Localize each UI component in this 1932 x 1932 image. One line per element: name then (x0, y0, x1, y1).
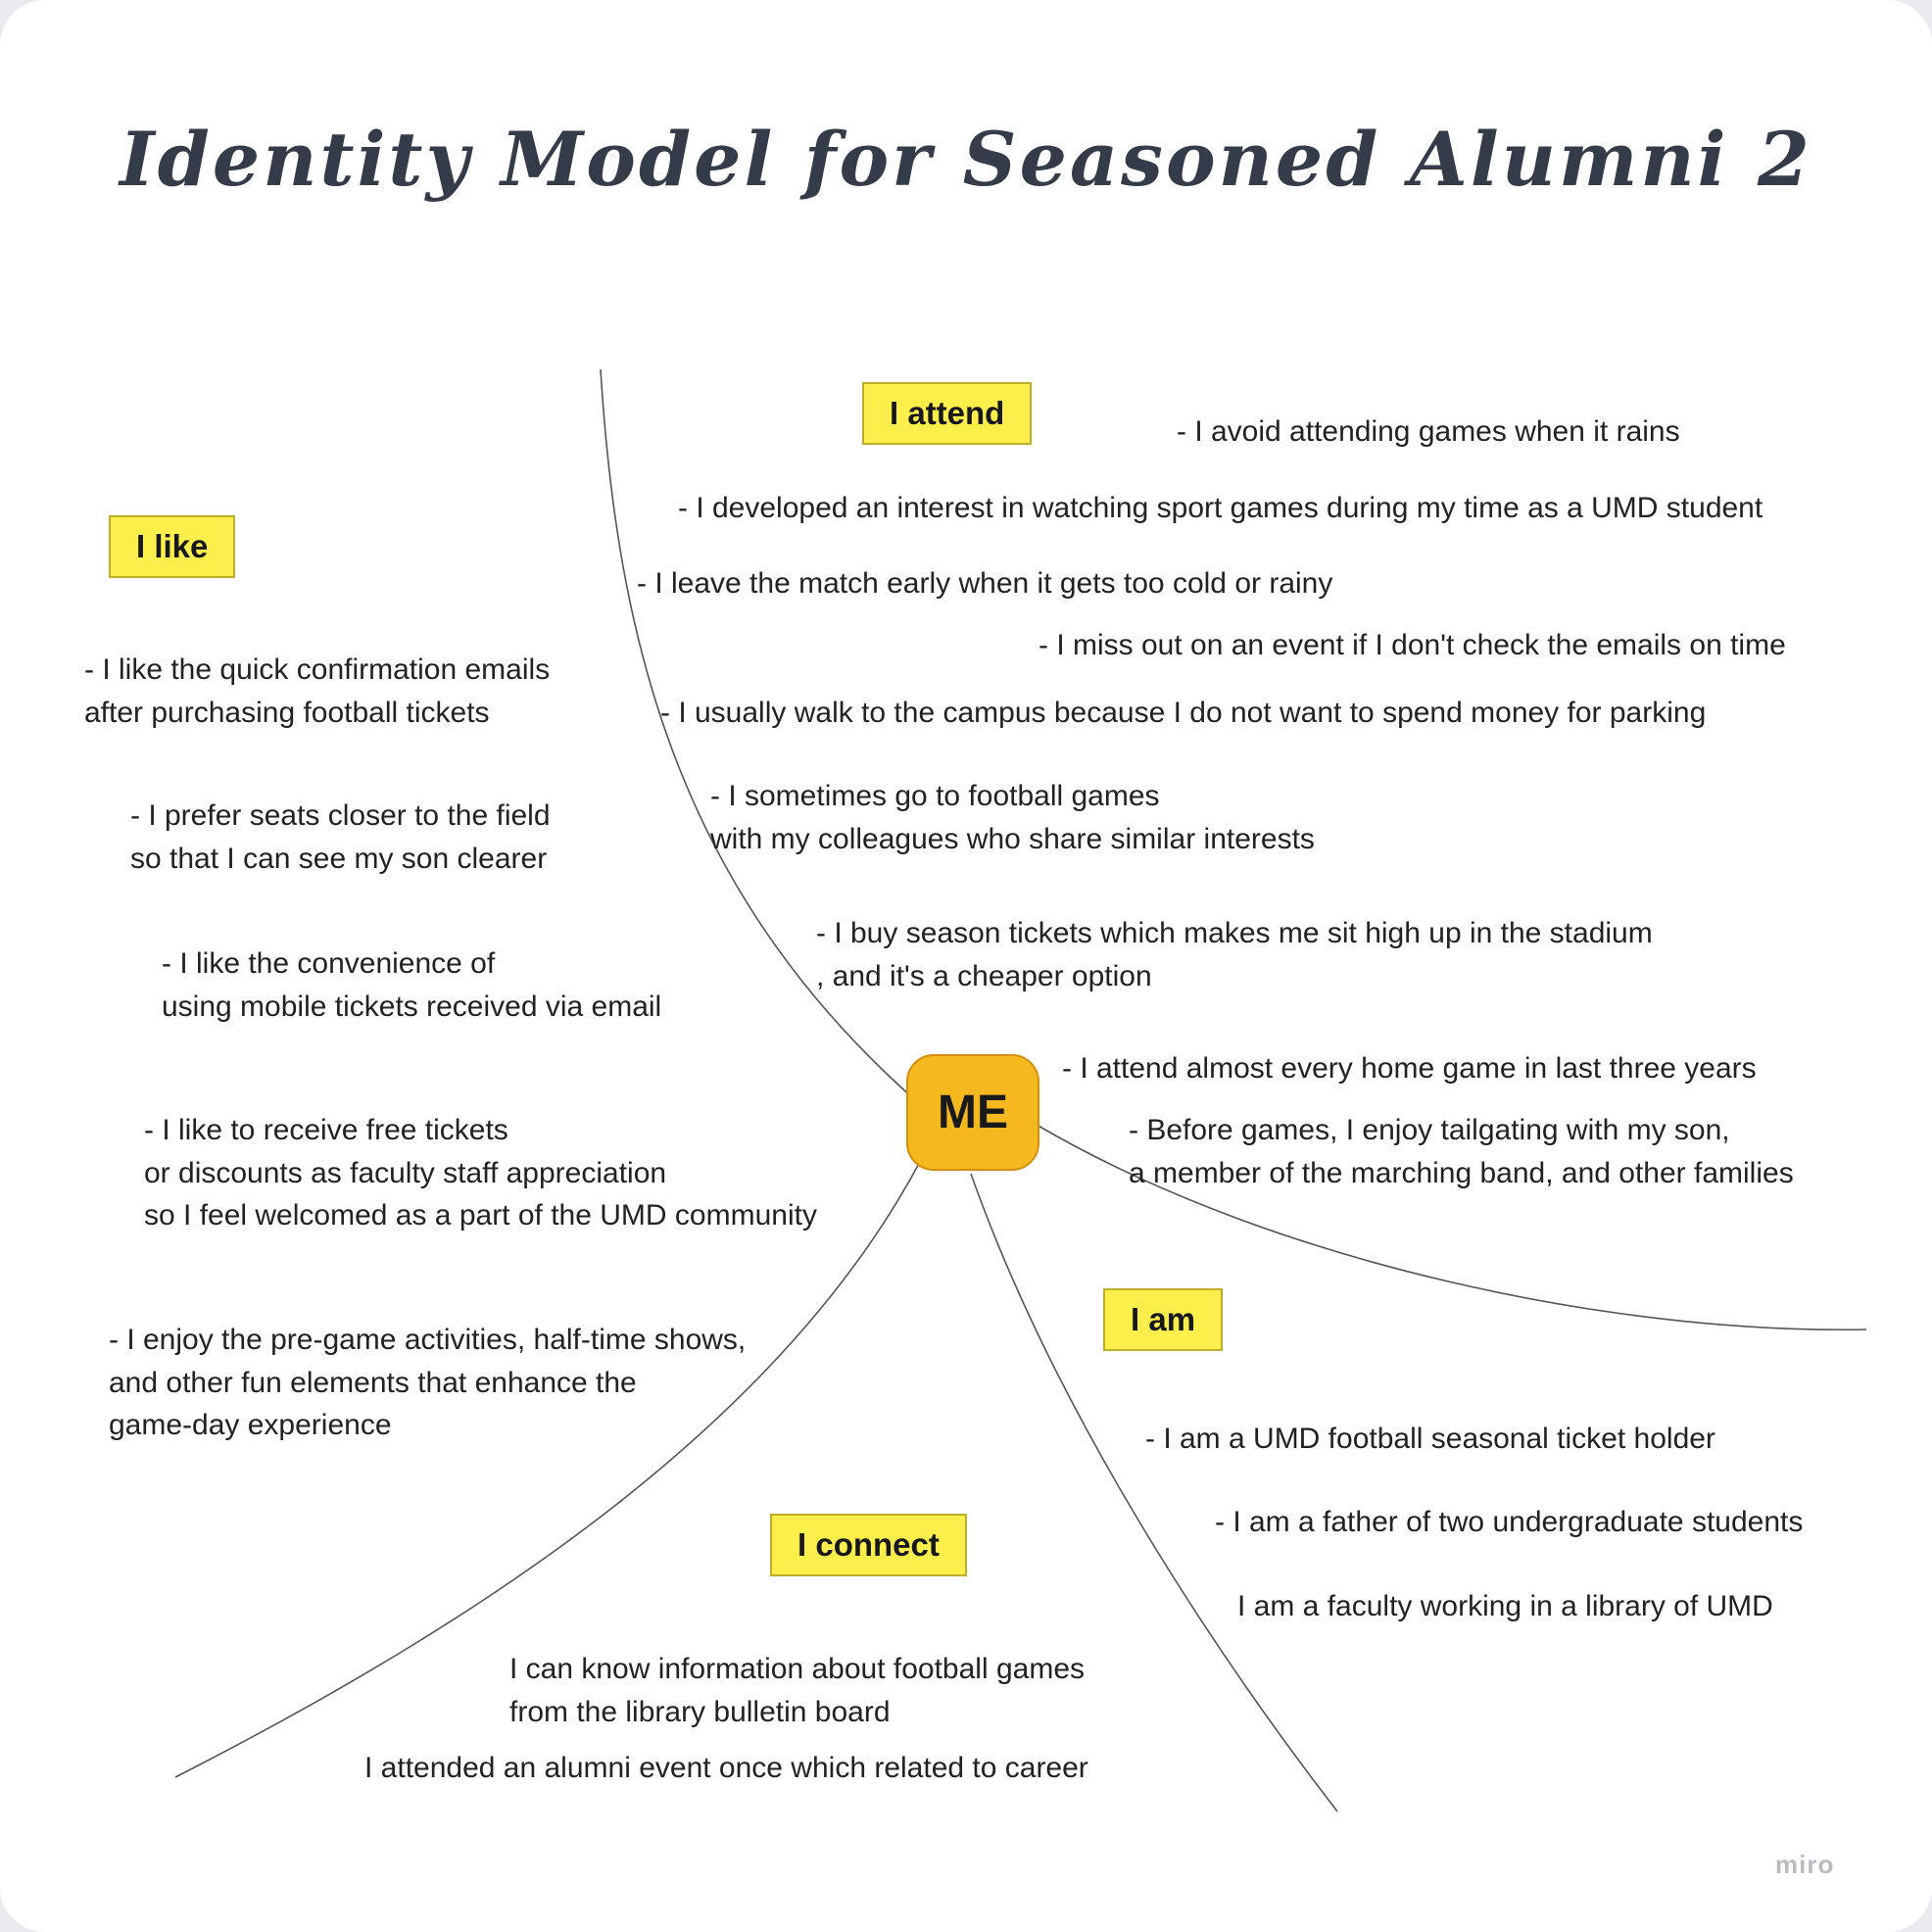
branch-label-attend[interactable]: I attend (862, 382, 1033, 445)
note-like-1[interactable]: - I prefer seats closer to the field so … (130, 799, 551, 875)
me-node[interactable]: ME (906, 1054, 1039, 1171)
miro-watermark: miro (1775, 1850, 1835, 1879)
note-connect-0[interactable]: I can know information about football ga… (509, 1653, 1086, 1728)
branch-label-like[interactable]: I like (109, 515, 236, 578)
note-am-2[interactable]: I am a faculty working in a library of U… (1237, 1590, 1773, 1622)
note-attend-3[interactable]: - I miss out on an event if I don't chec… (1038, 629, 1786, 661)
note-attend-5[interactable]: - I sometimes go to football games with … (710, 780, 1315, 855)
note-attend-8[interactable]: - Before games, I enjoy tailgating with … (1129, 1114, 1794, 1189)
board-title[interactable]: Identity Model for Seasoned Alumni 2 (120, 116, 1812, 203)
note-like-2[interactable]: - I like the convenience of using mobile… (162, 947, 662, 1023)
note-attend-0[interactable]: - I avoid attending games when it rains (1177, 415, 1680, 448)
note-am-1[interactable]: - I am a father of two undergraduate stu… (1215, 1506, 1804, 1538)
note-attend-6[interactable]: - I buy season tickets which makes me si… (816, 917, 1653, 992)
note-am-0[interactable]: - I am a UMD football seasonal ticket ho… (1145, 1423, 1715, 1455)
note-attend-1[interactable]: - I developed an interest in watching sp… (678, 492, 1763, 524)
note-like-4[interactable]: - I enjoy the pre-game activities, half-… (109, 1324, 747, 1441)
note-like-3[interactable]: - I like to receive free tickets or disc… (144, 1114, 817, 1232)
branch-label-connect[interactable]: I connect (770, 1514, 967, 1576)
note-attend-2[interactable]: - I leave the match early when it gets t… (637, 567, 1333, 600)
note-attend-7[interactable]: - I attend almost every home game in las… (1062, 1052, 1757, 1085)
note-attend-4[interactable]: - I usually walk to the campus because I… (660, 697, 1707, 729)
note-like-0[interactable]: - I like the quick confirmation emails a… (84, 653, 551, 729)
branch-label-am[interactable]: I am (1103, 1288, 1224, 1351)
note-connect-1[interactable]: I attended an alumni event once which re… (364, 1752, 1088, 1784)
